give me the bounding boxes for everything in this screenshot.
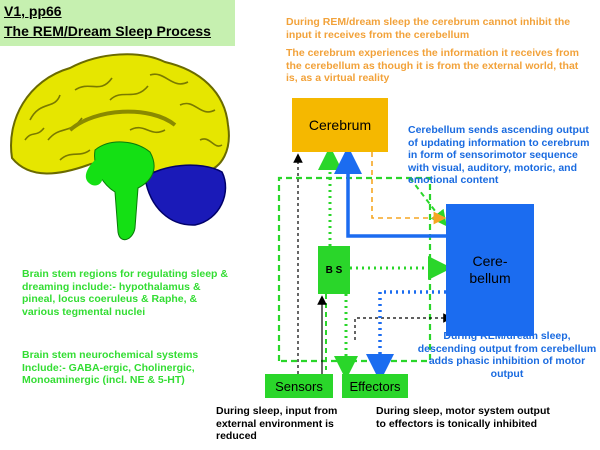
cerebellum-label-line2: bellum bbox=[469, 270, 511, 286]
gyri-lines bbox=[24, 73, 223, 161]
note-brainstem-chemical: Brain stem neurochemical systems Include… bbox=[22, 349, 199, 386]
note-rem-inhibit: During REM/dream sleep the cerebrum cann… bbox=[286, 16, 571, 41]
cerebellum-box: Cere- bellum bbox=[446, 204, 534, 336]
cerebellum-label-line1: Cere- bbox=[472, 253, 508, 269]
title-box: V1, pp66 The REM/Dream Sleep Process bbox=[0, 0, 235, 46]
sensors-label: Sensors bbox=[275, 378, 323, 394]
note-virtual-reality: The cerebrum experiences the information… bbox=[286, 47, 579, 84]
cerebellum-shape bbox=[144, 164, 227, 226]
note-cerebellum-ascending: Cerebellum sends ascending output of upd… bbox=[408, 124, 590, 186]
cerebrum-box: Cerebrum bbox=[292, 98, 388, 152]
brainstem-box: B S bbox=[318, 246, 350, 294]
green-dashed-loop bbox=[277, 176, 432, 363]
effectors-label: Effectors bbox=[349, 378, 401, 394]
cerebellum-to-effectors-arrow bbox=[366, 290, 446, 382]
title-main: The REM/Dream Sleep Process bbox=[4, 23, 211, 39]
note-rem-descending: During REM/dream sleep, descending outpu… bbox=[417, 330, 597, 380]
cerebrum-to-cerebellum-arrow bbox=[371, 152, 447, 225]
sensors-box: Sensors bbox=[265, 374, 333, 398]
effectors-box: Effectors bbox=[342, 374, 408, 398]
note-sleep-motor: During sleep, motor system output to eff… bbox=[376, 405, 550, 430]
note-brainstem-regions: Brain stem regions for regulating sleep … bbox=[22, 268, 228, 318]
brainstem-label: B S bbox=[325, 264, 343, 276]
title-reference: V1, pp66 bbox=[4, 3, 62, 19]
cerebrum-label: Cerebrum bbox=[308, 117, 372, 133]
hypothalamus-shape bbox=[85, 160, 103, 186]
corpus-callosum bbox=[68, 109, 177, 132]
brainstem-shape bbox=[94, 141, 155, 241]
cerebellum-to-cerebrum-arrow bbox=[334, 146, 446, 238]
note-sleep-input: During sleep, input from external enviro… bbox=[216, 405, 338, 442]
